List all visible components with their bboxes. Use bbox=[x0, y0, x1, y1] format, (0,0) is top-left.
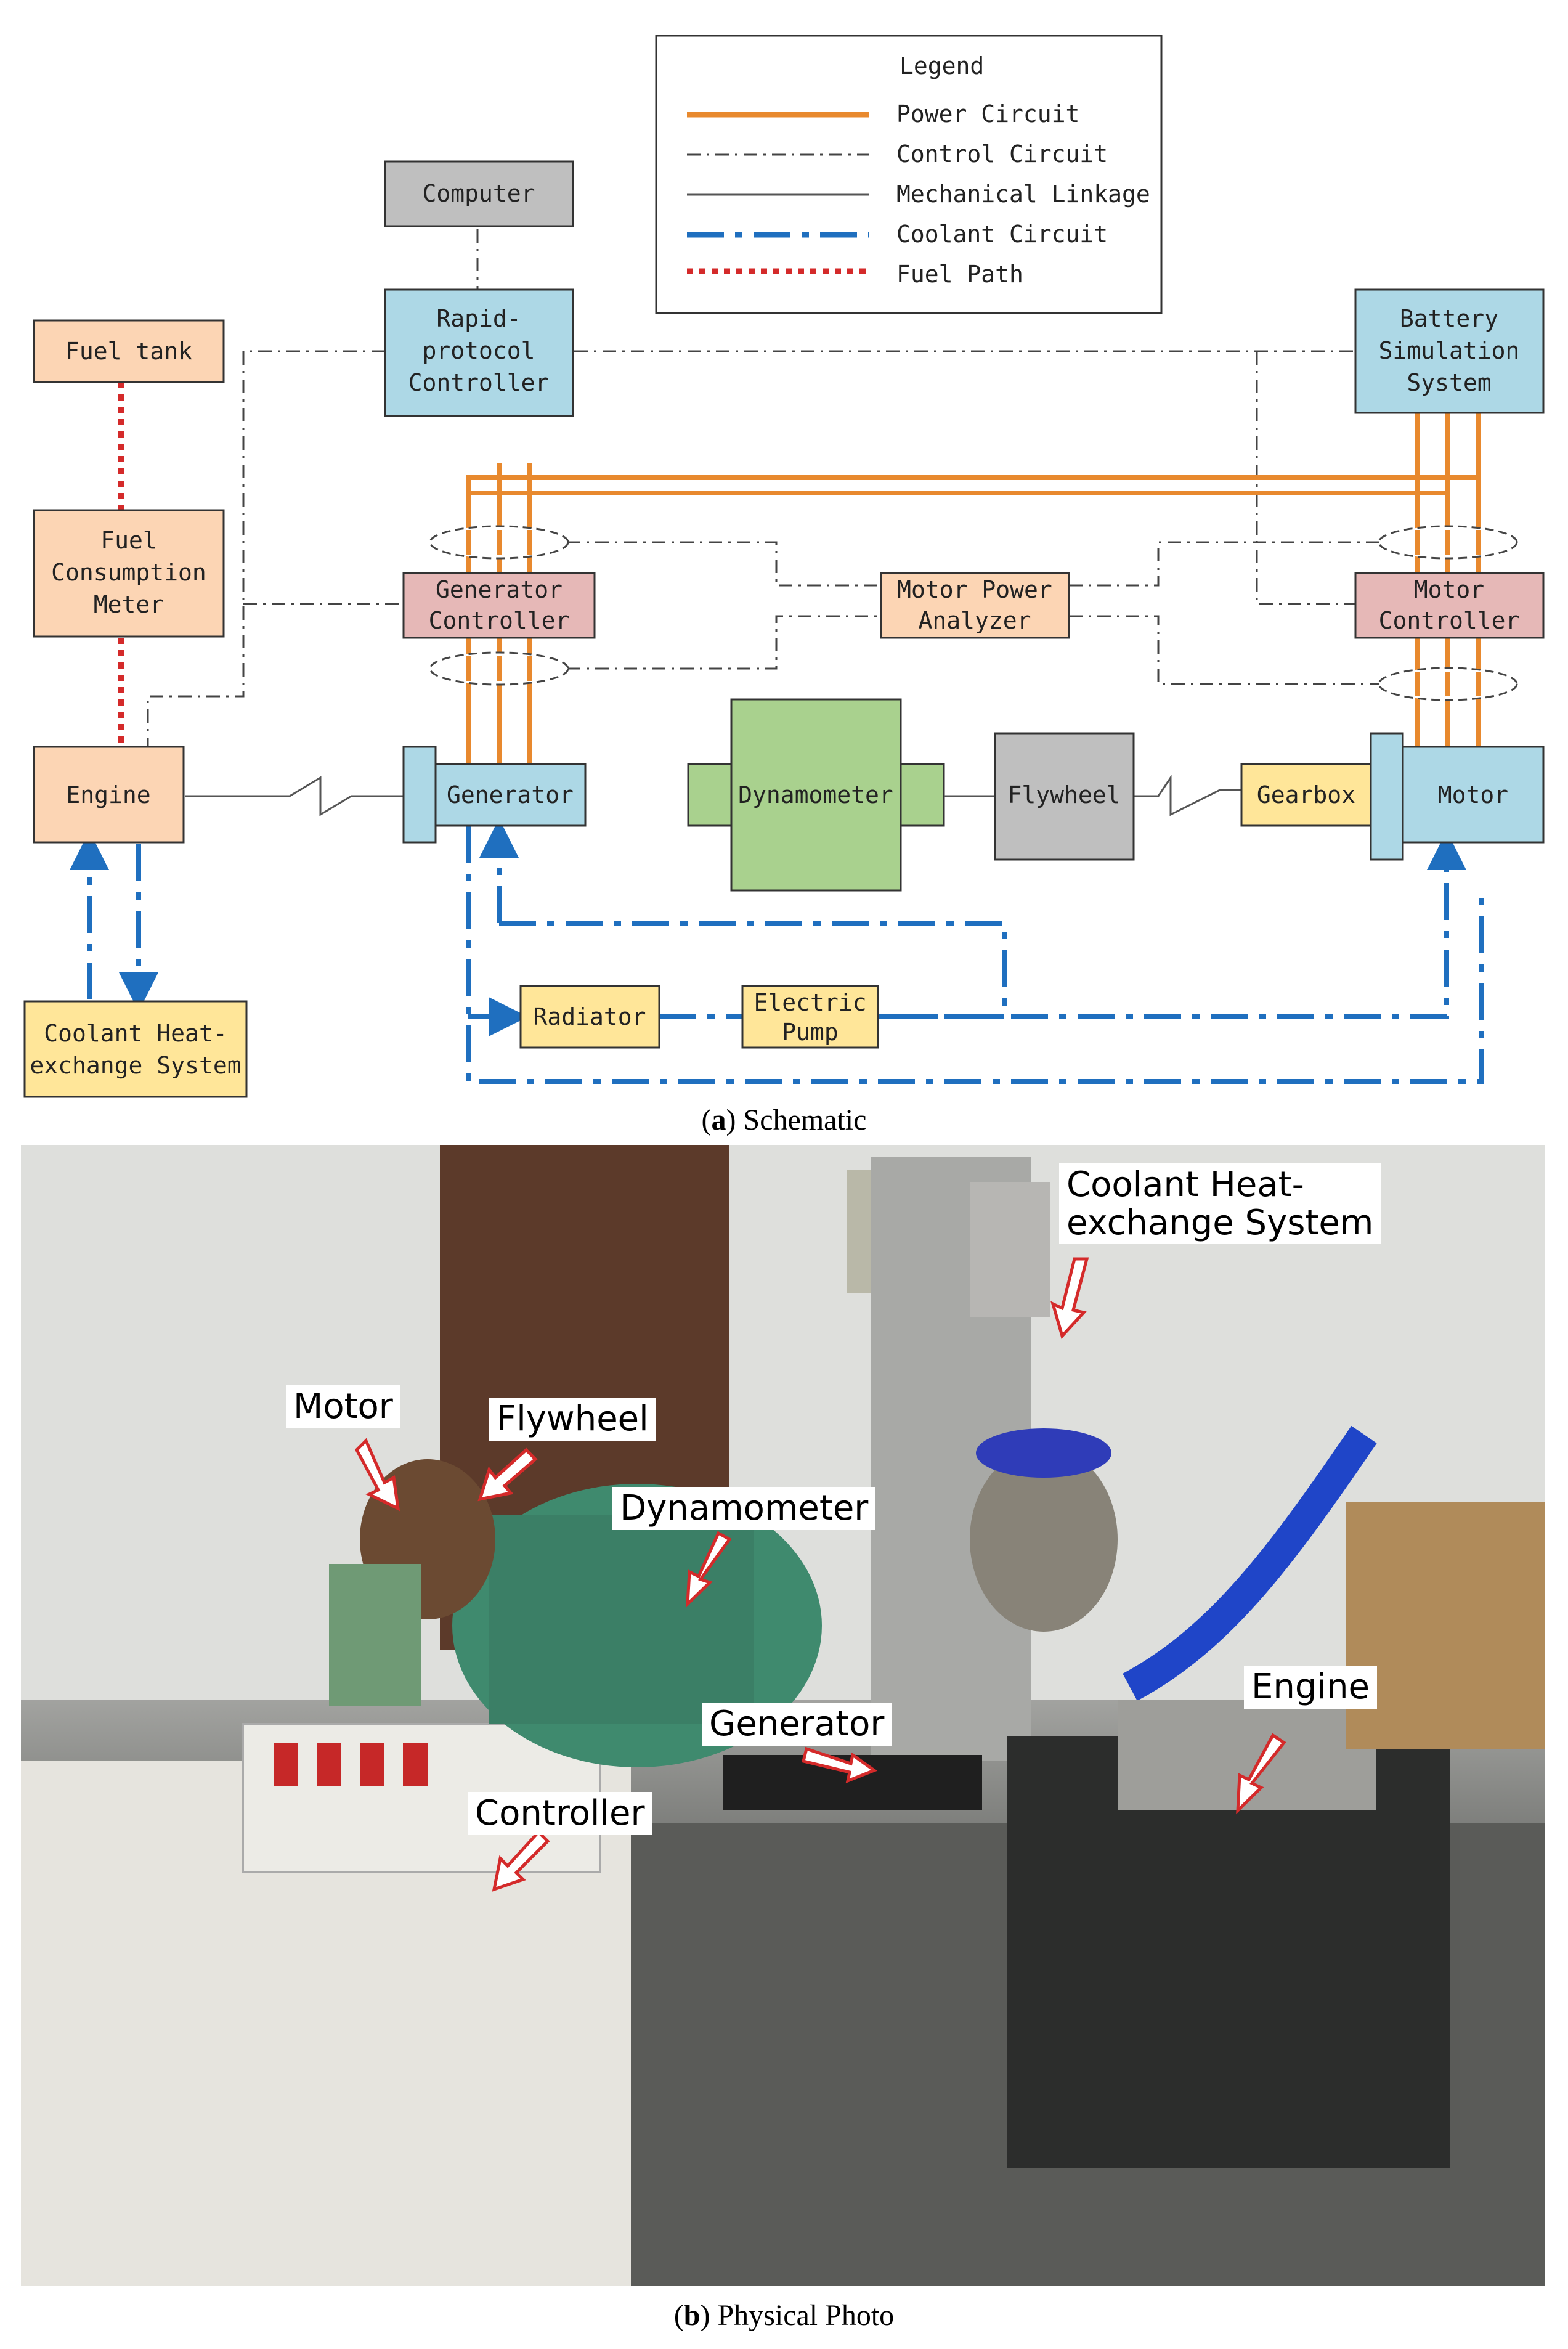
arrow-coolant bbox=[1050, 1257, 1089, 1339]
arrow-engine bbox=[1236, 1733, 1286, 1815]
arrow-motor bbox=[354, 1438, 400, 1512]
pump-line2: Pump bbox=[782, 1019, 839, 1046]
label-controller: Controller bbox=[468, 1792, 652, 1835]
photo-arrows bbox=[354, 1257, 1286, 1892]
legend-mechanical-label: Mechanical Linkage bbox=[896, 181, 1150, 208]
legend-coolant-label: Coolant Circuit bbox=[896, 221, 1108, 248]
caption-a: (a) Schematic bbox=[701, 1104, 867, 1136]
caption-b-letter: b bbox=[683, 2299, 701, 2332]
physical-photo: Coolant Heat- exchange System Motor Flyw… bbox=[21, 1145, 1545, 2286]
arrow-controller bbox=[492, 1830, 550, 1892]
caption-a-text: Schematic bbox=[743, 1104, 867, 1136]
arrow-flywheel bbox=[477, 1447, 538, 1502]
label-generator: Generator bbox=[702, 1703, 892, 1746]
battery-block: Battery Simulation System bbox=[1354, 288, 1545, 414]
engine-label: Engine bbox=[66, 781, 150, 808]
motor-controller-block: Motor Controller bbox=[1354, 572, 1545, 639]
system-schematic: Legend Power Circuit Control Circuit Mec… bbox=[23, 35, 1545, 1098]
dynamometer-label: Dynamometer bbox=[738, 781, 893, 808]
radiator-block: Radiator bbox=[519, 985, 660, 1049]
label-flywheel: Flywheel bbox=[489, 1398, 656, 1441]
motor-controller-line2: Controller bbox=[1379, 607, 1520, 634]
motor-controller-line1: Motor bbox=[1414, 576, 1484, 603]
caption-b: (b) Physical Photo bbox=[673, 2299, 895, 2332]
generator-controller-block: Generator Controller bbox=[402, 572, 596, 639]
label-motor: Motor bbox=[286, 1385, 400, 1428]
fuel-tank-block: Fuel tank bbox=[33, 319, 225, 383]
rapid-controller-block: Rapid- protocol Controller bbox=[384, 288, 574, 417]
radiator-label: Radiator bbox=[533, 1003, 646, 1030]
fuel-meter-line2: Consumption bbox=[51, 559, 206, 586]
flywheel-label: Flywheel bbox=[1007, 781, 1120, 808]
coolant-circuit bbox=[70, 818, 1484, 1084]
motor-block: Motor bbox=[1370, 732, 1545, 861]
engine-block: Engine bbox=[33, 746, 185, 844]
pump-line1: Electric bbox=[754, 989, 866, 1016]
gearbox-label: Gearbox bbox=[1257, 781, 1355, 808]
label-dynamometer: Dynamometer bbox=[612, 1487, 876, 1530]
flywheel-block: Flywheel bbox=[994, 732, 1135, 861]
gen-controller-line1: Generator bbox=[436, 576, 563, 603]
power-through-sensors bbox=[466, 530, 1481, 696]
coolant-system-line1: Coolant Heat- bbox=[44, 1020, 227, 1047]
analyzer-line1: Motor Power bbox=[897, 576, 1052, 603]
legend-control-label: Control Circuit bbox=[896, 140, 1108, 168]
fuel-meter-line1: Fuel bbox=[100, 527, 157, 554]
caption-a-letter: a bbox=[711, 1104, 726, 1136]
rapid-controller-line1: Rapid- bbox=[436, 305, 521, 332]
pump-block: Electric Pump bbox=[741, 985, 879, 1049]
legend-power-label: Power Circuit bbox=[896, 100, 1079, 128]
gen-controller-line2: Controller bbox=[429, 607, 570, 634]
label-coolant-system: Coolant Heat- exchange System bbox=[1059, 1163, 1381, 1245]
rapid-controller-line3: Controller bbox=[408, 369, 550, 396]
rapid-controller-line2: protocol bbox=[422, 337, 535, 364]
coolant-system-line2: exchange System bbox=[30, 1052, 241, 1079]
battery-line1: Battery bbox=[1400, 305, 1498, 332]
caption-b-text: Physical Photo bbox=[717, 2299, 895, 2332]
legend-title: Legend bbox=[900, 52, 984, 79]
arrow-dynamometer bbox=[686, 1531, 732, 1608]
dynamometer-block: Dynamometer bbox=[687, 698, 945, 892]
control-circuit bbox=[147, 229, 1380, 746]
legend: Legend Power Circuit Control Circuit Mec… bbox=[655, 35, 1163, 314]
gearbox-block: Gearbox bbox=[1240, 763, 1372, 827]
label-engine: Engine bbox=[1244, 1666, 1377, 1709]
fuel-tank-label: Fuel tank bbox=[65, 338, 192, 365]
fuel-meter-line3: Meter bbox=[94, 591, 164, 618]
fuel-meter-block: Fuel Consumption Meter bbox=[33, 509, 225, 638]
battery-line2: Simulation bbox=[1379, 337, 1520, 364]
power-analyzer-block: Motor Power Analyzer bbox=[880, 572, 1070, 639]
analyzer-line2: Analyzer bbox=[918, 607, 1031, 634]
coolant-system-block: Coolant Heat- exchange System bbox=[23, 1000, 248, 1098]
computer-block: Computer bbox=[384, 160, 574, 227]
photo-illustration bbox=[21, 1145, 1545, 2286]
generator-label: Generator bbox=[447, 781, 574, 808]
motor-label: Motor bbox=[1438, 781, 1508, 808]
mechanical-linkage bbox=[185, 775, 1241, 816]
legend-fuel-label: Fuel Path bbox=[896, 261, 1023, 288]
arrow-generator bbox=[801, 1746, 878, 1784]
generator-block: Generator bbox=[402, 746, 587, 844]
battery-line3: System bbox=[1407, 369, 1491, 396]
computer-label: Computer bbox=[422, 180, 535, 207]
